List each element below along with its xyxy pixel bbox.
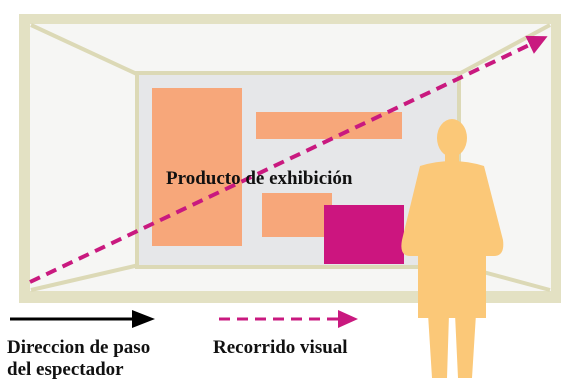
legend-pass-direction: Direccion de paso del espectador (7, 337, 150, 381)
dashed-arrow-icon (219, 310, 358, 328)
product-label: Producto de exhibición (166, 168, 353, 189)
visual-path-line (29, 35, 548, 284)
person-silhouette-icon (401, 119, 504, 378)
legend-pass-direction-line-2: del espectador (7, 359, 124, 380)
display-panel-tall (152, 88, 242, 246)
legend-pass-direction-line-1: Direccion de paso (7, 337, 151, 358)
featured-display-panel (324, 205, 404, 264)
legend-visual-path: Recorrido visual (213, 337, 348, 358)
solid-arrow-icon (10, 310, 155, 328)
display-panel-small (262, 193, 332, 237)
